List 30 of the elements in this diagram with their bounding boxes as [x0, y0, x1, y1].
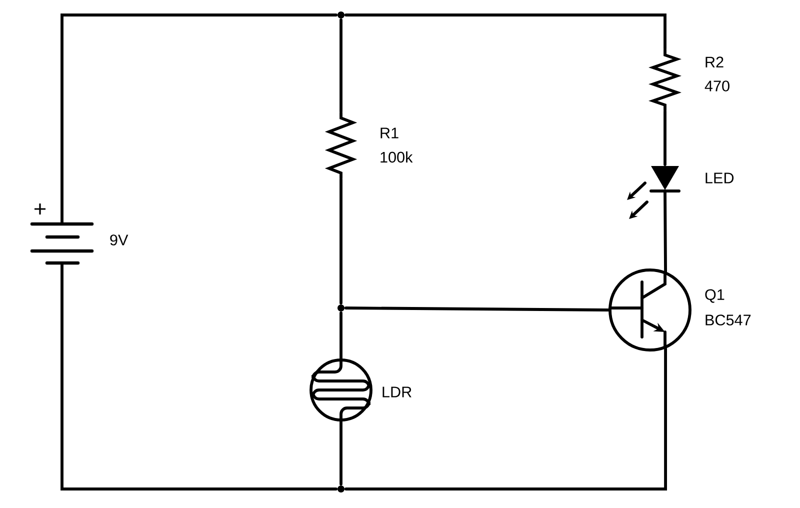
transistor-symbol [608, 268, 692, 352]
wire [60, 263, 338, 490]
wire [340, 312, 342, 360]
battery-symbol [30, 222, 94, 265]
junction-dot [338, 304, 344, 312]
component-label: LED [706, 172, 734, 184]
component-label: LDR [382, 386, 412, 398]
component-label: R1 [380, 128, 398, 138]
junction-dot [338, 12, 344, 18]
wire [344, 306, 610, 312]
wire [664, 191, 667, 274]
component-label: Q1 [705, 289, 724, 303]
junction-dot [338, 486, 344, 492]
wire [340, 178, 342, 304]
wire [60, 14, 338, 224]
led-symbol [627, 166, 680, 219]
wire [664, 110, 666, 166]
resistor-symbol [324, 112, 358, 180]
wire [344, 14, 666, 50]
component-label: 100k [380, 151, 413, 163]
component-label: BC547 [706, 314, 751, 326]
component-label: 470 [704, 80, 730, 92]
polarity-sign: + [34, 203, 46, 215]
wire [340, 18, 342, 113]
wire [340, 420, 342, 486]
wire [344, 346, 667, 490]
ldr-symbol [310, 358, 372, 422]
component-label: R2 [706, 56, 724, 68]
resistor-symbol [648, 48, 682, 112]
component-label: 9V [110, 234, 128, 246]
